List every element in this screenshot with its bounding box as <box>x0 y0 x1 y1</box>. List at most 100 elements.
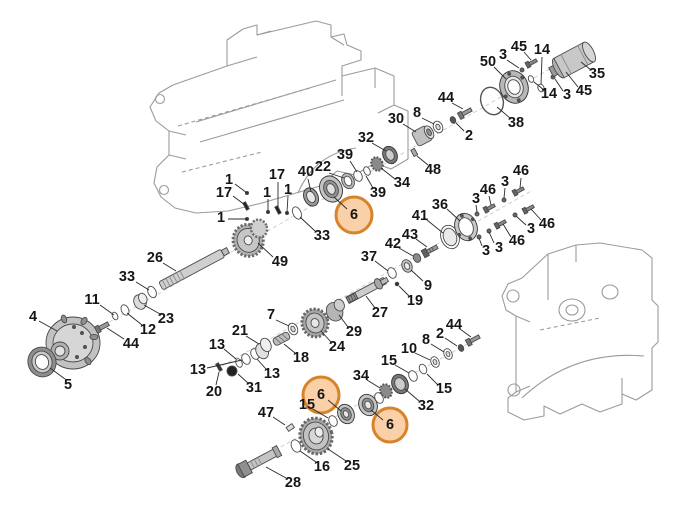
leader-line <box>328 172 345 179</box>
part-washer-3c <box>474 211 480 217</box>
part-label-16: 16 <box>314 459 330 475</box>
highlight-circle[interactable] <box>371 406 409 444</box>
part-label-33: 33 <box>119 269 135 285</box>
parts-main-shaft-chain <box>27 41 596 378</box>
leader-line <box>414 352 431 361</box>
part-label-46: 46 <box>539 216 555 232</box>
leader-line <box>398 247 414 257</box>
leader-line <box>327 399 342 412</box>
leader-line <box>503 187 506 199</box>
part-label-6: 6 <box>386 417 394 433</box>
part-label-6: 6 <box>350 207 358 223</box>
leader-line <box>410 269 424 282</box>
part-ring-41 <box>440 224 460 250</box>
part-label-37: 37 <box>361 249 377 265</box>
part-washer-10 <box>430 356 440 368</box>
part-label-32: 32 <box>358 130 374 146</box>
leader-line <box>506 59 520 69</box>
leader-line <box>232 195 246 206</box>
leader-line <box>459 328 472 338</box>
part-gear-25 <box>298 416 334 456</box>
part-label-2: 2 <box>465 128 473 144</box>
leader-line <box>496 106 511 119</box>
part-label-4: 4 <box>29 309 37 325</box>
part-label-33: 33 <box>314 228 330 244</box>
part-label-39: 39 <box>370 185 386 201</box>
parts-bottom-chain <box>235 334 481 479</box>
part-label-44: 44 <box>123 336 139 352</box>
leader-line <box>404 388 420 402</box>
part-ratchet-34a <box>370 156 384 172</box>
leader-line <box>478 237 483 247</box>
leader-line <box>519 177 522 189</box>
leader-line <box>493 66 507 80</box>
part-label-45: 45 <box>576 83 592 99</box>
leader-line <box>580 61 592 71</box>
part-pin-19 <box>394 281 400 287</box>
leader-line <box>299 450 317 463</box>
part-label-26: 26 <box>147 250 163 266</box>
part-ring-14b <box>527 75 535 83</box>
part-ratchet-34b <box>379 383 393 399</box>
leader-line <box>415 238 428 248</box>
leader-line <box>523 51 532 61</box>
part-bushing-21 <box>255 337 272 360</box>
part-screw-17a <box>242 201 250 211</box>
leader-line <box>275 319 290 327</box>
part-gear-49 <box>231 218 269 258</box>
leader-line <box>451 102 464 110</box>
part-ring-37 <box>387 267 397 279</box>
part-nut-2b <box>457 344 465 352</box>
leader-line <box>488 231 495 244</box>
part-bearing-6-left <box>337 403 355 425</box>
part-shaft-26 <box>159 247 230 290</box>
part-label-3: 3 <box>501 174 509 190</box>
leader-line <box>394 364 410 374</box>
leader-line <box>299 216 316 232</box>
part-washer-8b <box>443 348 453 360</box>
leader-line <box>554 78 564 92</box>
leader-line <box>366 379 381 389</box>
leader-line <box>49 367 66 380</box>
leader-line <box>312 408 329 419</box>
leader-line <box>446 208 461 222</box>
part-label-36: 36 <box>432 197 448 213</box>
part-washer-11 <box>111 311 119 321</box>
leader-line <box>416 155 429 166</box>
leader-line <box>365 295 376 309</box>
part-label-41: 41 <box>412 208 428 224</box>
part-label-9: 9 <box>424 278 432 294</box>
part-pin-20 <box>215 362 223 372</box>
part-label-1: 1 <box>284 182 292 198</box>
part-nut-42 <box>412 253 422 263</box>
highlight-circle[interactable] <box>301 375 341 415</box>
part-bearing-6-top <box>319 175 343 203</box>
leader-line <box>320 330 332 343</box>
leader-line <box>257 242 274 258</box>
part-bolt-44a <box>456 107 473 120</box>
part-label-32: 32 <box>418 398 434 414</box>
part-label-1: 1 <box>217 210 225 226</box>
part-label-14: 14 <box>534 42 550 58</box>
part-ring-22 <box>341 172 355 190</box>
part-label-44: 44 <box>446 317 462 333</box>
part-label-17: 17 <box>216 185 232 201</box>
part-spring-18 <box>272 331 291 346</box>
part-seal-ring-5 <box>27 346 57 378</box>
highlight-circle[interactable] <box>334 195 374 235</box>
leader-line <box>143 304 161 315</box>
part-label-23: 23 <box>158 311 174 327</box>
leader-line <box>475 204 478 213</box>
part-bearing-6-right <box>358 393 378 417</box>
part-label-49: 49 <box>272 254 288 270</box>
leader-line <box>245 335 260 345</box>
part-bolt-46d <box>521 204 535 215</box>
part-washer-8a <box>432 120 444 134</box>
leader-line <box>215 371 220 386</box>
leader-line <box>380 167 396 180</box>
part-label-27: 27 <box>372 305 388 321</box>
part-label-46: 46 <box>513 163 529 179</box>
leader-line <box>402 123 417 133</box>
part-nut-2a <box>449 116 457 124</box>
